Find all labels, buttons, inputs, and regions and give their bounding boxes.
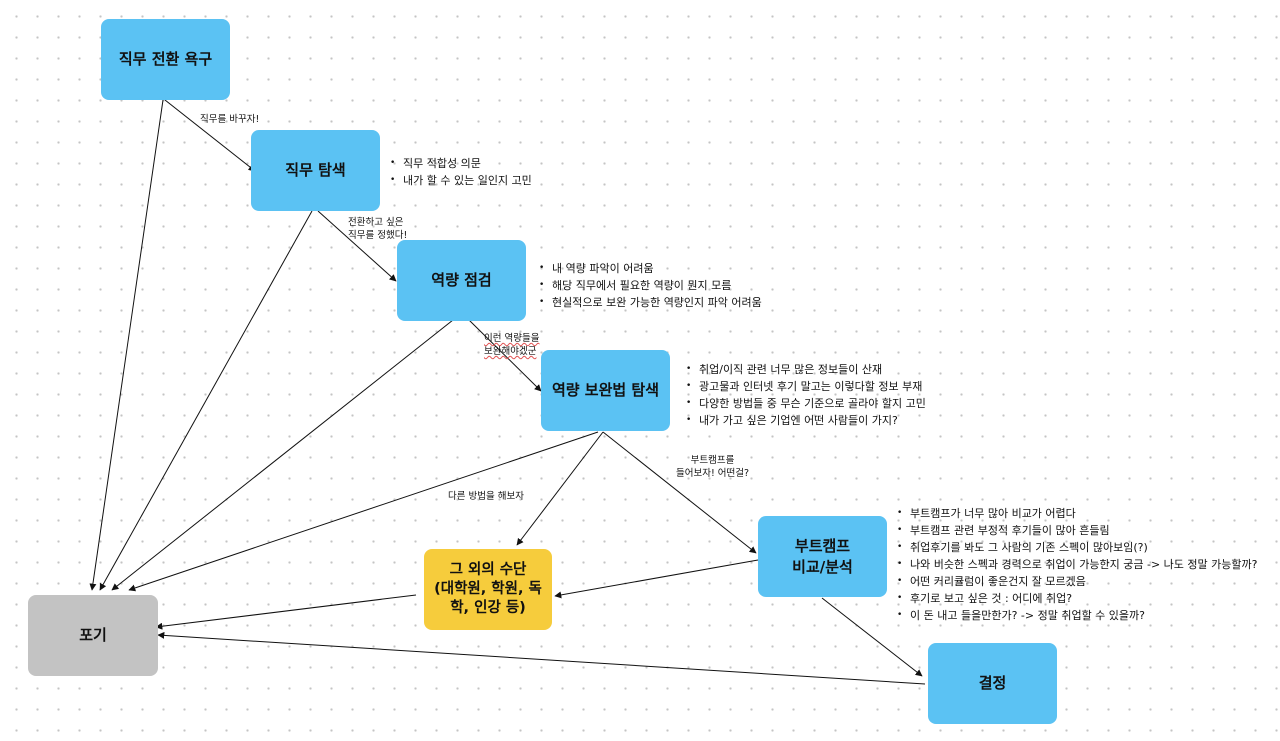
node-explore[interactable]: 직무 탐색 bbox=[251, 130, 380, 211]
node-giveup[interactable]: 포기 bbox=[28, 595, 158, 676]
node-other-means[interactable]: 그 외의 수단 (대학원, 학원, 독 학, 인강 등) bbox=[424, 549, 552, 630]
edge-label-other-way: 다른 방법을 해보자 bbox=[448, 491, 524, 502]
notes-assess: 내 역량 파악이 어려움해당 직무에서 필요한 역량이 뭔지 모름현실적으로 보… bbox=[538, 260, 762, 311]
edge-supplement-other bbox=[516, 431, 604, 546]
edge-assess-supplement bbox=[468, 319, 542, 392]
notes-explore: 직무 적합성 의문내가 할 수 있는 일인지 고민 bbox=[389, 155, 532, 189]
node-decision[interactable]: 결정 bbox=[928, 643, 1057, 724]
note-item: 취업후기를 봐도 그 사람의 기존 스펙이 많아보임(?) bbox=[897, 539, 1257, 556]
edge-assess-giveup bbox=[111, 319, 454, 591]
edge-label-decided-job: 전환하고 싶은 직무를 정했다! bbox=[348, 217, 408, 241]
edge-bootcamp-other bbox=[554, 559, 759, 599]
edge-label-try-bootcamp: 부트캠프를 들어보자! 어떤걸? bbox=[676, 455, 750, 479]
edge-bootcamp-decision bbox=[821, 597, 923, 677]
note-item: 취업/이직 관련 너무 많은 정보들이 산재 bbox=[686, 361, 926, 378]
edge-label-need-supplement: 이런 역량들을 보완해야겠군 bbox=[484, 333, 540, 357]
node-supplement[interactable]: 역량 보완법 탐색 bbox=[541, 350, 670, 431]
note-item: 내가 가고 싶은 기업엔 어떤 사람들이 가지? bbox=[686, 412, 926, 429]
note-item: 부트캠프가 너무 많아 비교가 어렵다 bbox=[897, 505, 1257, 522]
note-item: 다양한 방법들 중 무슨 기준으로 골라야 할지 고민 bbox=[686, 395, 926, 412]
note-item: 내 역량 파악이 어려움 bbox=[539, 260, 762, 277]
edge-other-giveup bbox=[155, 594, 417, 630]
notes-bootcamp: 부트캠프가 너무 많아 비교가 어렵다부트캠프 관련 부정적 후기들이 많아 흔… bbox=[896, 505, 1257, 624]
note-item: 직무 적합성 의문 bbox=[390, 155, 532, 172]
note-item: 해당 직무에서 필요한 역량이 뭔지 모름 bbox=[539, 277, 762, 294]
node-desire[interactable]: 직무 전환 욕구 bbox=[101, 19, 230, 100]
note-item: 어떤 커리큘럼이 좋은건지 잘 모르겠음 bbox=[897, 573, 1257, 590]
node-bootcamp[interactable]: 부트캠프 비교/분석 bbox=[758, 516, 887, 597]
edge-desire-explore bbox=[164, 99, 256, 172]
edge-label-change-job: 직무를 바꾸자! bbox=[200, 114, 260, 125]
edge-supplement-bootcamp bbox=[602, 431, 757, 554]
node-assess[interactable]: 역량 점검 bbox=[397, 240, 526, 321]
note-item: 나와 비슷한 스펙과 경력으로 취업이 가능한지 궁금 -> 나도 정말 가능할… bbox=[897, 556, 1257, 573]
edge-explore-assess bbox=[317, 210, 397, 282]
note-item: 부트캠프 관련 부정적 후기들이 많아 흔들림 bbox=[897, 522, 1257, 539]
note-item: 이 돈 내고 들을만한가? -> 정말 취업할 수 있을까? bbox=[897, 607, 1257, 624]
note-item: 광고물과 인터넷 후기 말고는 이렇다할 정보 부재 bbox=[686, 378, 926, 395]
notes-supplement: 취업/이직 관련 너무 많은 정보들이 산재광고물과 인터넷 후기 말고는 이렇… bbox=[685, 361, 926, 429]
edge-decision-giveup bbox=[157, 631, 926, 685]
edge-supplement-giveup bbox=[128, 431, 599, 592]
note-item: 후기로 보고 싶은 것 : 어디에 취업? bbox=[897, 590, 1257, 607]
edge-explore-giveup bbox=[99, 210, 313, 591]
note-item: 내가 할 수 있는 일인지 고민 bbox=[390, 172, 532, 189]
note-item: 현실적으로 보완 가능한 역량인지 파악 어려움 bbox=[539, 294, 762, 311]
edge-desire-giveup bbox=[89, 99, 164, 591]
